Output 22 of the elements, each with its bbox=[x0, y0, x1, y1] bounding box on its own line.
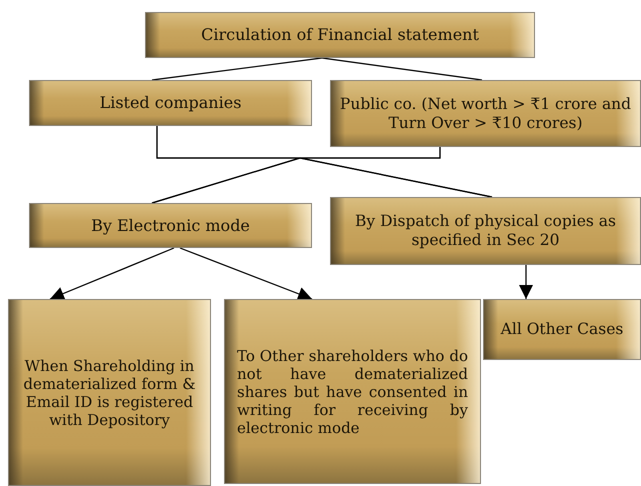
process-box bbox=[8, 299, 211, 486]
arrow bbox=[50, 247, 174, 300]
connector-line bbox=[152, 57, 322, 81]
connector-line bbox=[299, 147, 492, 198]
process-box bbox=[145, 12, 535, 58]
process-box bbox=[29, 203, 312, 248]
box-text: Public co. (Net worth > ₹1 crore and Turn Over > ₹10 crores) bbox=[338, 94, 632, 132]
connector-line bbox=[322, 57, 482, 81]
box-text: By Electronic mode bbox=[90, 216, 251, 236]
box-text: All Other Cases bbox=[500, 320, 624, 339]
process-box bbox=[330, 197, 641, 265]
box-text: To Other shareholders who do not have dematerialized shares but have consented in writing for receiving by electronic mode bbox=[236, 346, 469, 436]
box-text: Circulation of Financial statement bbox=[200, 25, 480, 45]
process-box bbox=[483, 299, 641, 360]
process-box bbox=[330, 80, 641, 147]
box-text: When Shareholding in dematerialized form & Email ID is registered with Depository bbox=[22, 356, 197, 428]
box-text: By Dispatch of physical copies as specified in Sec 20 bbox=[354, 212, 617, 250]
arrow bbox=[180, 247, 312, 300]
process-box bbox=[29, 80, 312, 126]
process-box bbox=[224, 299, 481, 484]
box-text: Listed companies bbox=[98, 93, 242, 113]
arrow bbox=[519, 265, 533, 299]
